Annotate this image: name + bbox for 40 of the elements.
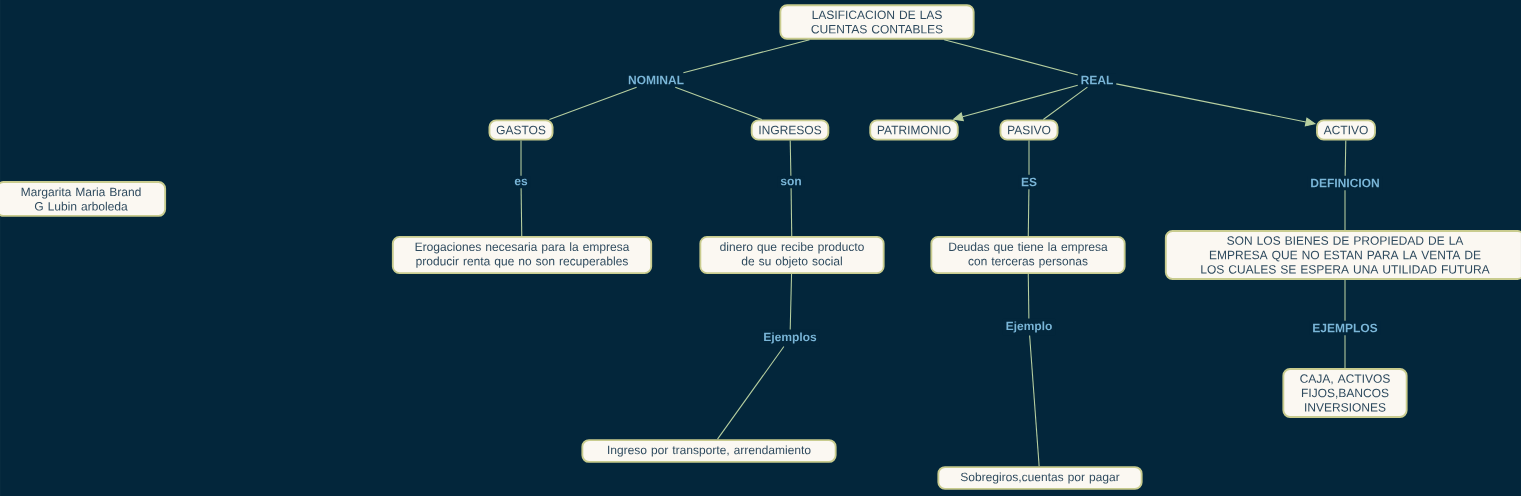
- concept-box: ACTIVO: [1316, 119, 1376, 141]
- connector: [716, 346, 785, 440]
- connector: [789, 273, 793, 330]
- linking-phrase: DEFINICION: [1307, 176, 1383, 190]
- concept-box: CAJA, ACTIVOS FIJOS,BANCOS INVERSIONES: [1282, 368, 1408, 418]
- concept-box: Margarita Maria Brand G Lubin arboleda: [0, 181, 167, 217]
- connector: [520, 187, 523, 237]
- linking-phrase: son: [777, 176, 805, 188]
- concept-box: INGRESOS: [750, 119, 830, 141]
- connector: [789, 139, 792, 177]
- connector: [1344, 334, 1346, 369]
- connector: [1042, 86, 1088, 120]
- linking-phrase: REAL: [1078, 73, 1116, 87]
- concept-box: Deudas que tiene la empresa con terceras personas: [930, 235, 1126, 275]
- linking-phrase: ES: [1018, 175, 1040, 189]
- connector: [790, 187, 793, 237]
- concept-box: SON LOS BIENES DE PROPIEDAD DE LA EMPRESA QUE NO ESTAN PARA LA VENTA DE LOS CUALES SE ESPERA UNA UTILIDAD FUTURA: [1164, 230, 1521, 280]
- concept-box: Sobregiros,cuentas por pagar: [937, 466, 1143, 490]
- linking-phrase: EJEMPLOS: [1309, 321, 1381, 335]
- connector: [682, 39, 811, 74]
- connector: [1344, 189, 1346, 231]
- connector: [1029, 335, 1040, 467]
- concept-box: PASIVO: [999, 119, 1059, 141]
- linking-phrase: NOMINAL: [625, 73, 687, 87]
- connector: [548, 86, 638, 120]
- connector: [520, 139, 522, 177]
- connector: [674, 86, 763, 120]
- connector: [943, 39, 1079, 76]
- connector: [1344, 139, 1347, 177]
- connector: [1344, 279, 1346, 322]
- concept-box: Ingreso por transporte, arrendamiento: [581, 439, 837, 463]
- concept-box: LASIFICACION DE LAS CUENTAS CONTABLES: [779, 4, 975, 40]
- concept-box: dinero que recibe producto de su objeto social: [699, 235, 885, 275]
- concept-box: PATRIMONIO: [869, 119, 959, 141]
- concept-box: GASTOS: [488, 119, 554, 141]
- concept-box: Erogaciones necesaria para la empresa producir renta que no son recuperables: [391, 235, 653, 275]
- linking-phrase: es: [511, 176, 531, 188]
- connector: [1028, 139, 1030, 176]
- connector: [1027, 273, 1030, 319]
- connector: [1027, 188, 1030, 237]
